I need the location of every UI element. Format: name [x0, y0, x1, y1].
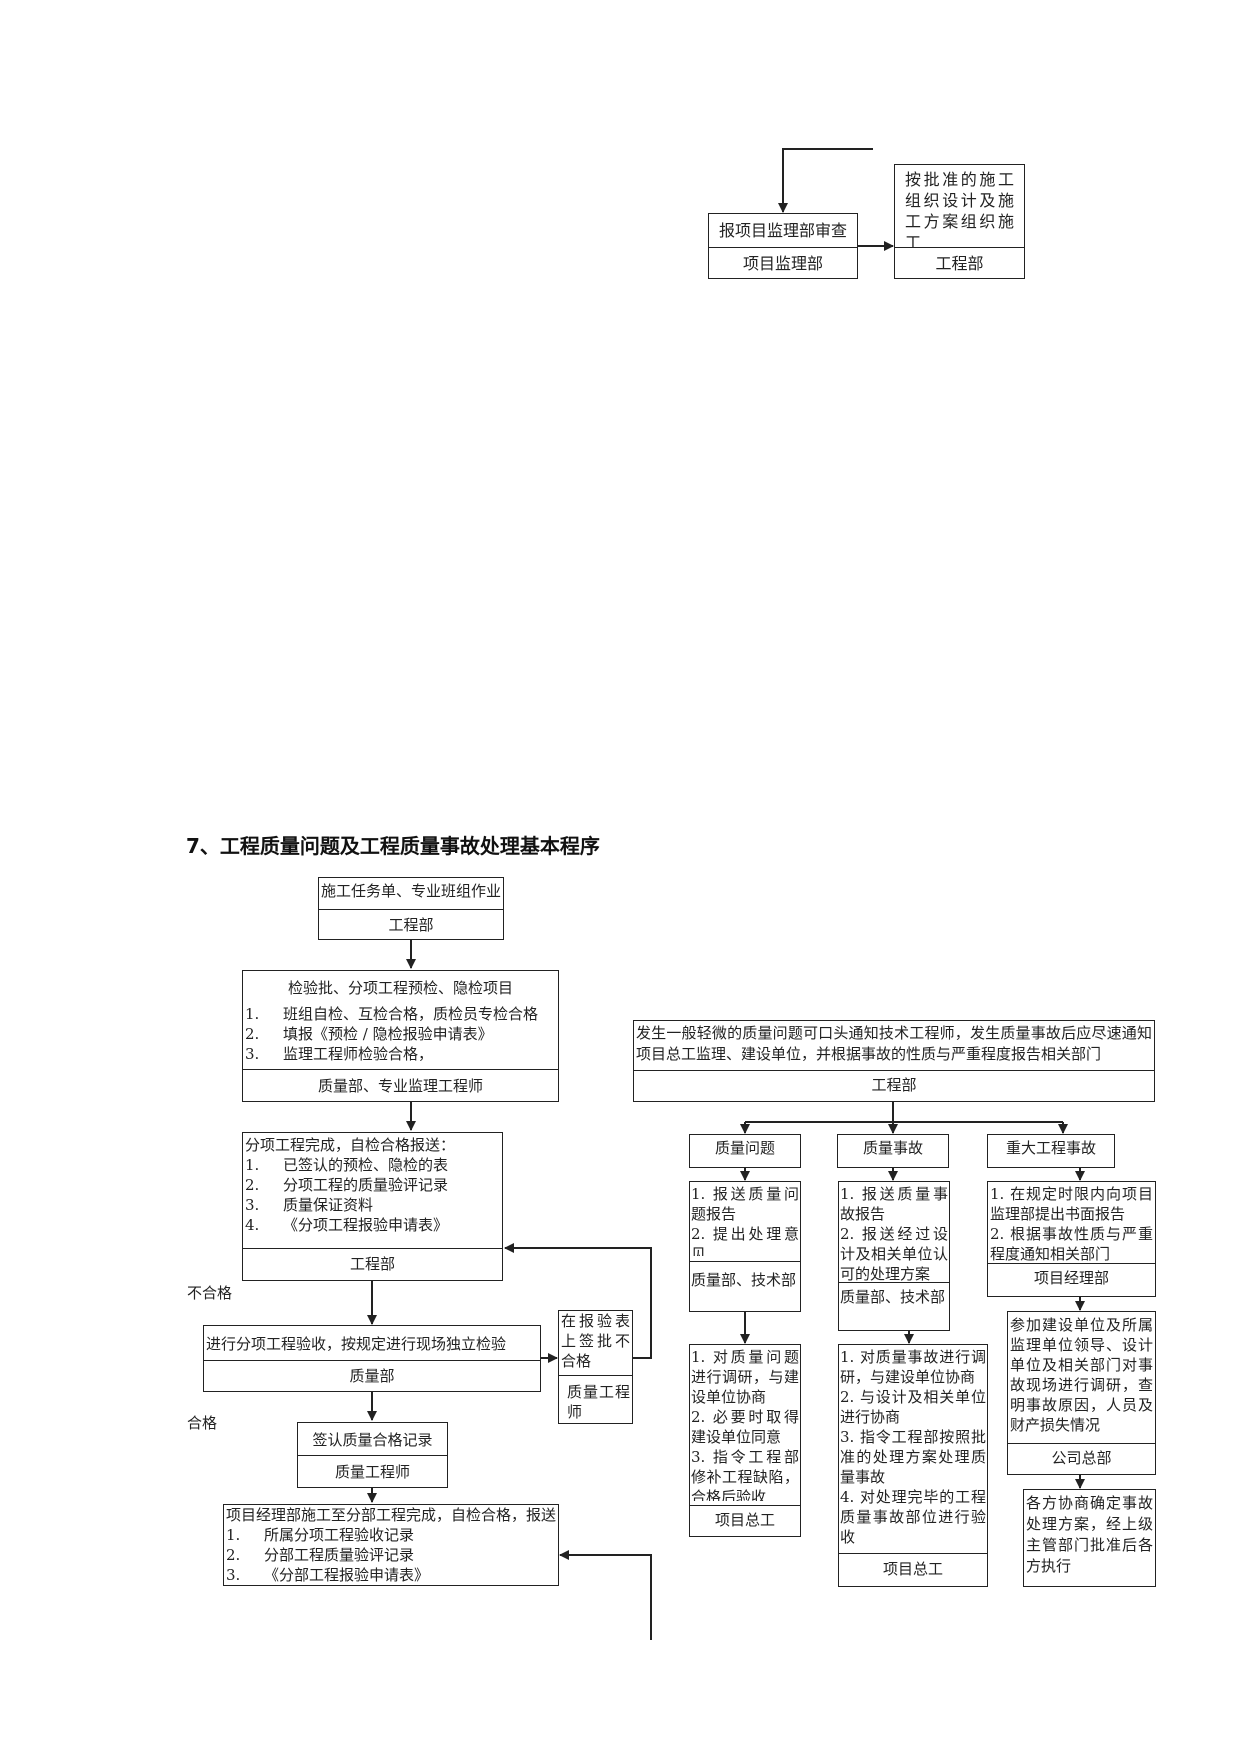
subitem-item-4: 4.《分项工程报验申请表》	[245, 1216, 449, 1234]
subitem-item-3: 3.质量保证资料	[245, 1196, 374, 1214]
task-text: 施工任务单、专业班组作业	[320, 882, 501, 900]
subitem-item-2: 2.分项工程的质量验评记录	[245, 1176, 449, 1194]
cat-problem: 质量问题	[714, 1139, 775, 1157]
acc-handle-dept: 项目总工	[839, 1553, 987, 1588]
division-heading: 项目经理部施工至分部工程完成，自检合格，报送	[226, 1506, 557, 1524]
acc-handle-box: 1. 对质量事故进行调研，与建设单位协商 2. 与设计及相关单位进行协商 3. …	[838, 1344, 988, 1587]
cat-major-box: 重大工程事故	[987, 1134, 1115, 1168]
notice-box: 发生一般轻微的质量问题可口头通知技术工程师，发生质量事故后应尽速通知项目总工监理…	[633, 1020, 1155, 1102]
label-fail: 不合格	[187, 1284, 233, 1302]
sign-box: 签认质量合格记录 质量工程师	[297, 1422, 448, 1488]
reject-text: 在报验表上签批不合格	[561, 1312, 630, 1370]
subitem-item-1: 1.已签认的预检、隐检的表	[245, 1156, 449, 1174]
major-invest-dept: 公司总部	[1008, 1443, 1155, 1476]
notice-text: 发生一般轻微的质量问题可口头通知技术工程师，发生质量事故后应尽速通知项目总工监理…	[636, 1024, 1152, 1063]
reject-box: 在报验表上签批不合格 质量工程师	[558, 1310, 633, 1424]
division-box: 项目经理部施工至分部工程完成，自检合格，报送 1.所属分项工程验收记录 2.分部…	[223, 1504, 559, 1586]
sign-text: 签认质量合格记录	[312, 1431, 433, 1449]
construct-dept: 工程部	[895, 247, 1024, 280]
sign-dept: 质量工程师	[298, 1455, 447, 1489]
construct-text: 按批准的施工组织设计及施工方案组织施工	[905, 170, 1014, 247]
notice-dept: 工程部	[634, 1070, 1154, 1103]
acc-report-dept: 质量部、技术部	[839, 1282, 949, 1332]
division-item-2: 2.分部工程质量验评记录	[226, 1546, 415, 1564]
reject-dept: 质量工程师	[559, 1375, 632, 1425]
inspect-dept: 质量部、专业监理工程师	[243, 1069, 558, 1103]
subitem-box: 分项工程完成，自检合格报送： 1.已签认的预检、隐检的表 2.分项工程的质量验评…	[242, 1132, 503, 1281]
inspect-heading: 检验批、分项工程预检、隐检项目	[287, 979, 513, 997]
cat-major: 重大工程事故	[1005, 1139, 1096, 1157]
prob-report-dept: 质量部、技术部	[690, 1261, 800, 1313]
subitem-dept: 工程部	[243, 1248, 502, 1282]
arrow-into-approve	[778, 148, 873, 213]
major-report-dept: 项目经理部	[988, 1263, 1155, 1298]
prob-report-box: 1. 报送质量问题报告 2. 提出处理意见 质量部、技术部	[689, 1181, 801, 1312]
major-plan-text: 各方协商确定事故处理方案，经上级主管部门批准后各方执行	[1026, 1494, 1153, 1575]
major-plan-box: 各方协商确定事故处理方案，经上级主管部门批准后各方执行	[1023, 1489, 1156, 1587]
division-item-1: 1.所属分项工程验收记录	[226, 1526, 415, 1544]
prob-handle-dept: 项目总工	[690, 1505, 800, 1538]
construct-box: 按批准的施工组织设计及施工方案组织施工 工程部	[894, 164, 1025, 279]
major-report-text: 1. 在规定时限内向项目监理部提出书面报告 2. 根据事故性质与严重程度通知相关…	[990, 1185, 1153, 1262]
prob-report-text: 1. 报送质量问题报告 2. 提出处理意见	[691, 1185, 799, 1256]
section-title: 7、工程质量问题及工程质量事故处理基本程序	[186, 834, 600, 858]
approve-box: 报项目监理部审查 项目监理部	[708, 213, 858, 279]
prob-handle-box: 1. 对质量问题进行调研，与建设单位协商 2. 必要时取得建设单位同意 3. 指…	[689, 1344, 801, 1537]
approve-dept: 项目监理部	[709, 247, 857, 280]
inspect-item-3: 3.监理工程师检验合格，	[245, 1045, 434, 1063]
inspect-item-2: 2.填报《预检 / 隐检报验申请表》	[245, 1025, 493, 1043]
major-invest-text: 参加建设单位及所属监理单位领导、设计单位及相关部门对事故现场进行调研，查明事故原…	[1010, 1316, 1153, 1434]
accept-dept: 质量部	[204, 1360, 540, 1393]
task-dept: 工程部	[319, 909, 503, 941]
approve-text: 报项目监理部审查	[718, 221, 847, 240]
accept-text: 进行分项工程验收，按规定进行现场独立检验	[206, 1335, 507, 1353]
subitem-heading: 分项工程完成，自检合格报送：	[245, 1136, 456, 1154]
inspect-item-1: 1.班组自检、互检合格，质检员专检合格	[245, 1005, 539, 1023]
prob-handle-text: 1. 对质量问题进行调研，与建设单位协商 2. 必要时取得建设单位同意 3. 指…	[691, 1348, 799, 1501]
major-report-box: 1. 在规定时限内向项目监理部提出书面报告 2. 根据事故性质与严重程度通知相关…	[987, 1181, 1156, 1297]
accept-box: 进行分项工程验收，按规定进行现场独立检验 质量部	[203, 1325, 541, 1392]
label-pass: 合格	[187, 1414, 218, 1432]
acc-report-box: 1. 报送质量事故报告 2. 报送经过设计及相关单位认可的处理方案 质量部、技术…	[838, 1181, 950, 1331]
inspect-box: 检验批、分项工程预检、隐检项目 1.班组自检、互检合格，质检员专检合格 2.填报…	[242, 970, 559, 1102]
major-invest-box: 参加建设单位及所属监理单位领导、设计单位及相关部门对事故现场进行调研，查明事故原…	[1007, 1311, 1156, 1475]
division-item-3: 3.《分部工程报验申请表》	[226, 1566, 430, 1584]
cat-accident-box: 质量事故	[837, 1134, 949, 1168]
acc-report-text: 1. 报送质量事故报告 2. 报送经过设计及相关单位认可的处理方案	[840, 1185, 948, 1282]
arrow-into-division	[559, 1550, 652, 1640]
cat-accident: 质量事故	[862, 1139, 923, 1157]
task-box: 施工任务单、专业班组作业 工程部	[318, 877, 504, 940]
cat-problem-box: 质量问题	[689, 1134, 801, 1168]
acc-handle-text: 1. 对质量事故进行调研，与建设单位协商 2. 与设计及相关单位进行协商 3. …	[840, 1348, 986, 1546]
